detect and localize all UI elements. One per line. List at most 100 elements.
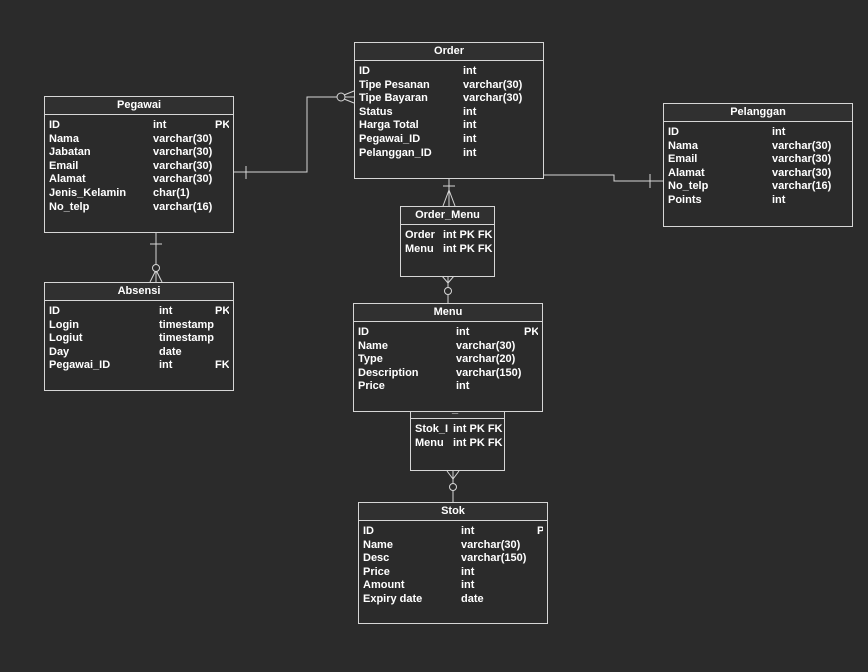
attribute-name: Alamat bbox=[668, 166, 705, 179]
attribute-type: varchar(30) bbox=[772, 153, 832, 166]
attribute-name: Name bbox=[358, 339, 388, 352]
attribute-type: varchar(30) bbox=[463, 92, 523, 105]
attribute-name: ID bbox=[363, 525, 374, 537]
attribute-name: Email bbox=[668, 153, 698, 166]
attribute-row: Menu int PK FK bbox=[415, 436, 503, 451]
attribute-name: Pelanggan_ID bbox=[359, 146, 432, 159]
attribute-row: Name varchar(30) bbox=[363, 539, 543, 553]
attribute-type: int bbox=[463, 132, 477, 145]
attribute-key bbox=[215, 319, 229, 333]
attribute-type: int bbox=[772, 126, 786, 138]
attribute-row: Tipe Bayaran varchar(30) bbox=[359, 92, 539, 106]
attribute-key bbox=[524, 380, 538, 394]
attribute-type: date bbox=[159, 345, 182, 358]
attribute-type: int bbox=[463, 65, 477, 77]
rel-pegawai-absensi-crowfoot bbox=[149, 269, 163, 283]
attribute-type: timestamp bbox=[159, 332, 215, 345]
attribute-name: ID bbox=[358, 326, 369, 338]
attribute-name: ID bbox=[668, 126, 679, 138]
attribute-row: Desc varchar(150) bbox=[363, 552, 543, 566]
attribute-name: Expiry date bbox=[363, 592, 423, 605]
attribute-name: Status bbox=[359, 105, 393, 118]
attribute-row: Menu int PK FK bbox=[405, 242, 493, 257]
attribute-name: ID bbox=[49, 305, 60, 317]
attribute-name: Menu bbox=[415, 436, 444, 449]
attribute-key bbox=[215, 133, 229, 147]
attribute-type: int bbox=[159, 305, 173, 317]
attribute-name: Tipe Bayaran bbox=[359, 92, 428, 105]
attribute-key bbox=[524, 340, 538, 354]
attribute-name: ID bbox=[359, 65, 370, 77]
attribute-type: varchar(30) bbox=[153, 146, 213, 159]
attribute-name: Tipe Pesanan bbox=[359, 78, 430, 91]
attribute-type: int PK FK bbox=[453, 436, 503, 449]
attribute-name: Name bbox=[363, 538, 393, 551]
rel-ordermenu-menu-crowfoot bbox=[441, 275, 455, 284]
attribute-key bbox=[537, 552, 543, 566]
attribute-row: Logiut timestamp bbox=[49, 332, 229, 346]
attribute-key bbox=[215, 346, 229, 360]
attribute-type: varchar(30) bbox=[461, 538, 521, 551]
attribute-type: varchar(16) bbox=[153, 200, 213, 213]
entity-pelanggan[interactable]: Pelanggan IDintPKNamavarchar(30)Emailvar… bbox=[663, 103, 853, 227]
attribute-name: Price bbox=[358, 380, 385, 393]
attribute-name: Logiut bbox=[49, 332, 83, 345]
attribute-type: int bbox=[463, 105, 477, 118]
attribute-key bbox=[537, 593, 543, 607]
entity-order[interactable]: Order IDintPKTipe Pesananvarchar(30)Tipe… bbox=[354, 42, 544, 179]
attribute-key bbox=[524, 353, 538, 367]
attribute-name: Pegawai_ID bbox=[359, 132, 421, 145]
attribute-type: int bbox=[461, 565, 475, 578]
attribute-type: int PK FK bbox=[443, 242, 493, 255]
attribute-key bbox=[537, 539, 543, 553]
attribute-key: FK bbox=[215, 359, 229, 372]
attribute-type: varchar(150) bbox=[456, 366, 522, 379]
attribute-type: date bbox=[461, 592, 484, 605]
attribute-name: Desc bbox=[363, 552, 390, 565]
rel-order-pelanggan bbox=[543, 174, 664, 182]
attribute-key bbox=[215, 332, 229, 346]
attribute-name: ID bbox=[49, 119, 60, 131]
entity-stok[interactable]: Stok IDintPKNamevarchar(30)Descvarchar(1… bbox=[358, 502, 548, 624]
attribute-name: Order bbox=[405, 229, 435, 241]
rel-ordermenu-menu-circle bbox=[444, 287, 452, 295]
rel-pegawai-order-circle bbox=[336, 92, 346, 102]
attribute-type: varchar(30) bbox=[153, 159, 213, 172]
attribute-name: Menu bbox=[405, 242, 434, 255]
attribute-type: int bbox=[159, 359, 173, 372]
attribute-key bbox=[524, 367, 538, 381]
attribute-type: varchar(150) bbox=[461, 552, 527, 565]
attribute-name: Jabatan bbox=[49, 146, 91, 159]
attribute-name: Type bbox=[358, 353, 383, 366]
attribute-name: Nama bbox=[49, 132, 79, 145]
attribute-type: int bbox=[153, 119, 167, 131]
attribute-type: int bbox=[461, 525, 475, 537]
attribute-type: timestamp bbox=[159, 318, 215, 331]
attribute-key bbox=[215, 146, 229, 160]
attribute-name: Day bbox=[49, 345, 70, 358]
